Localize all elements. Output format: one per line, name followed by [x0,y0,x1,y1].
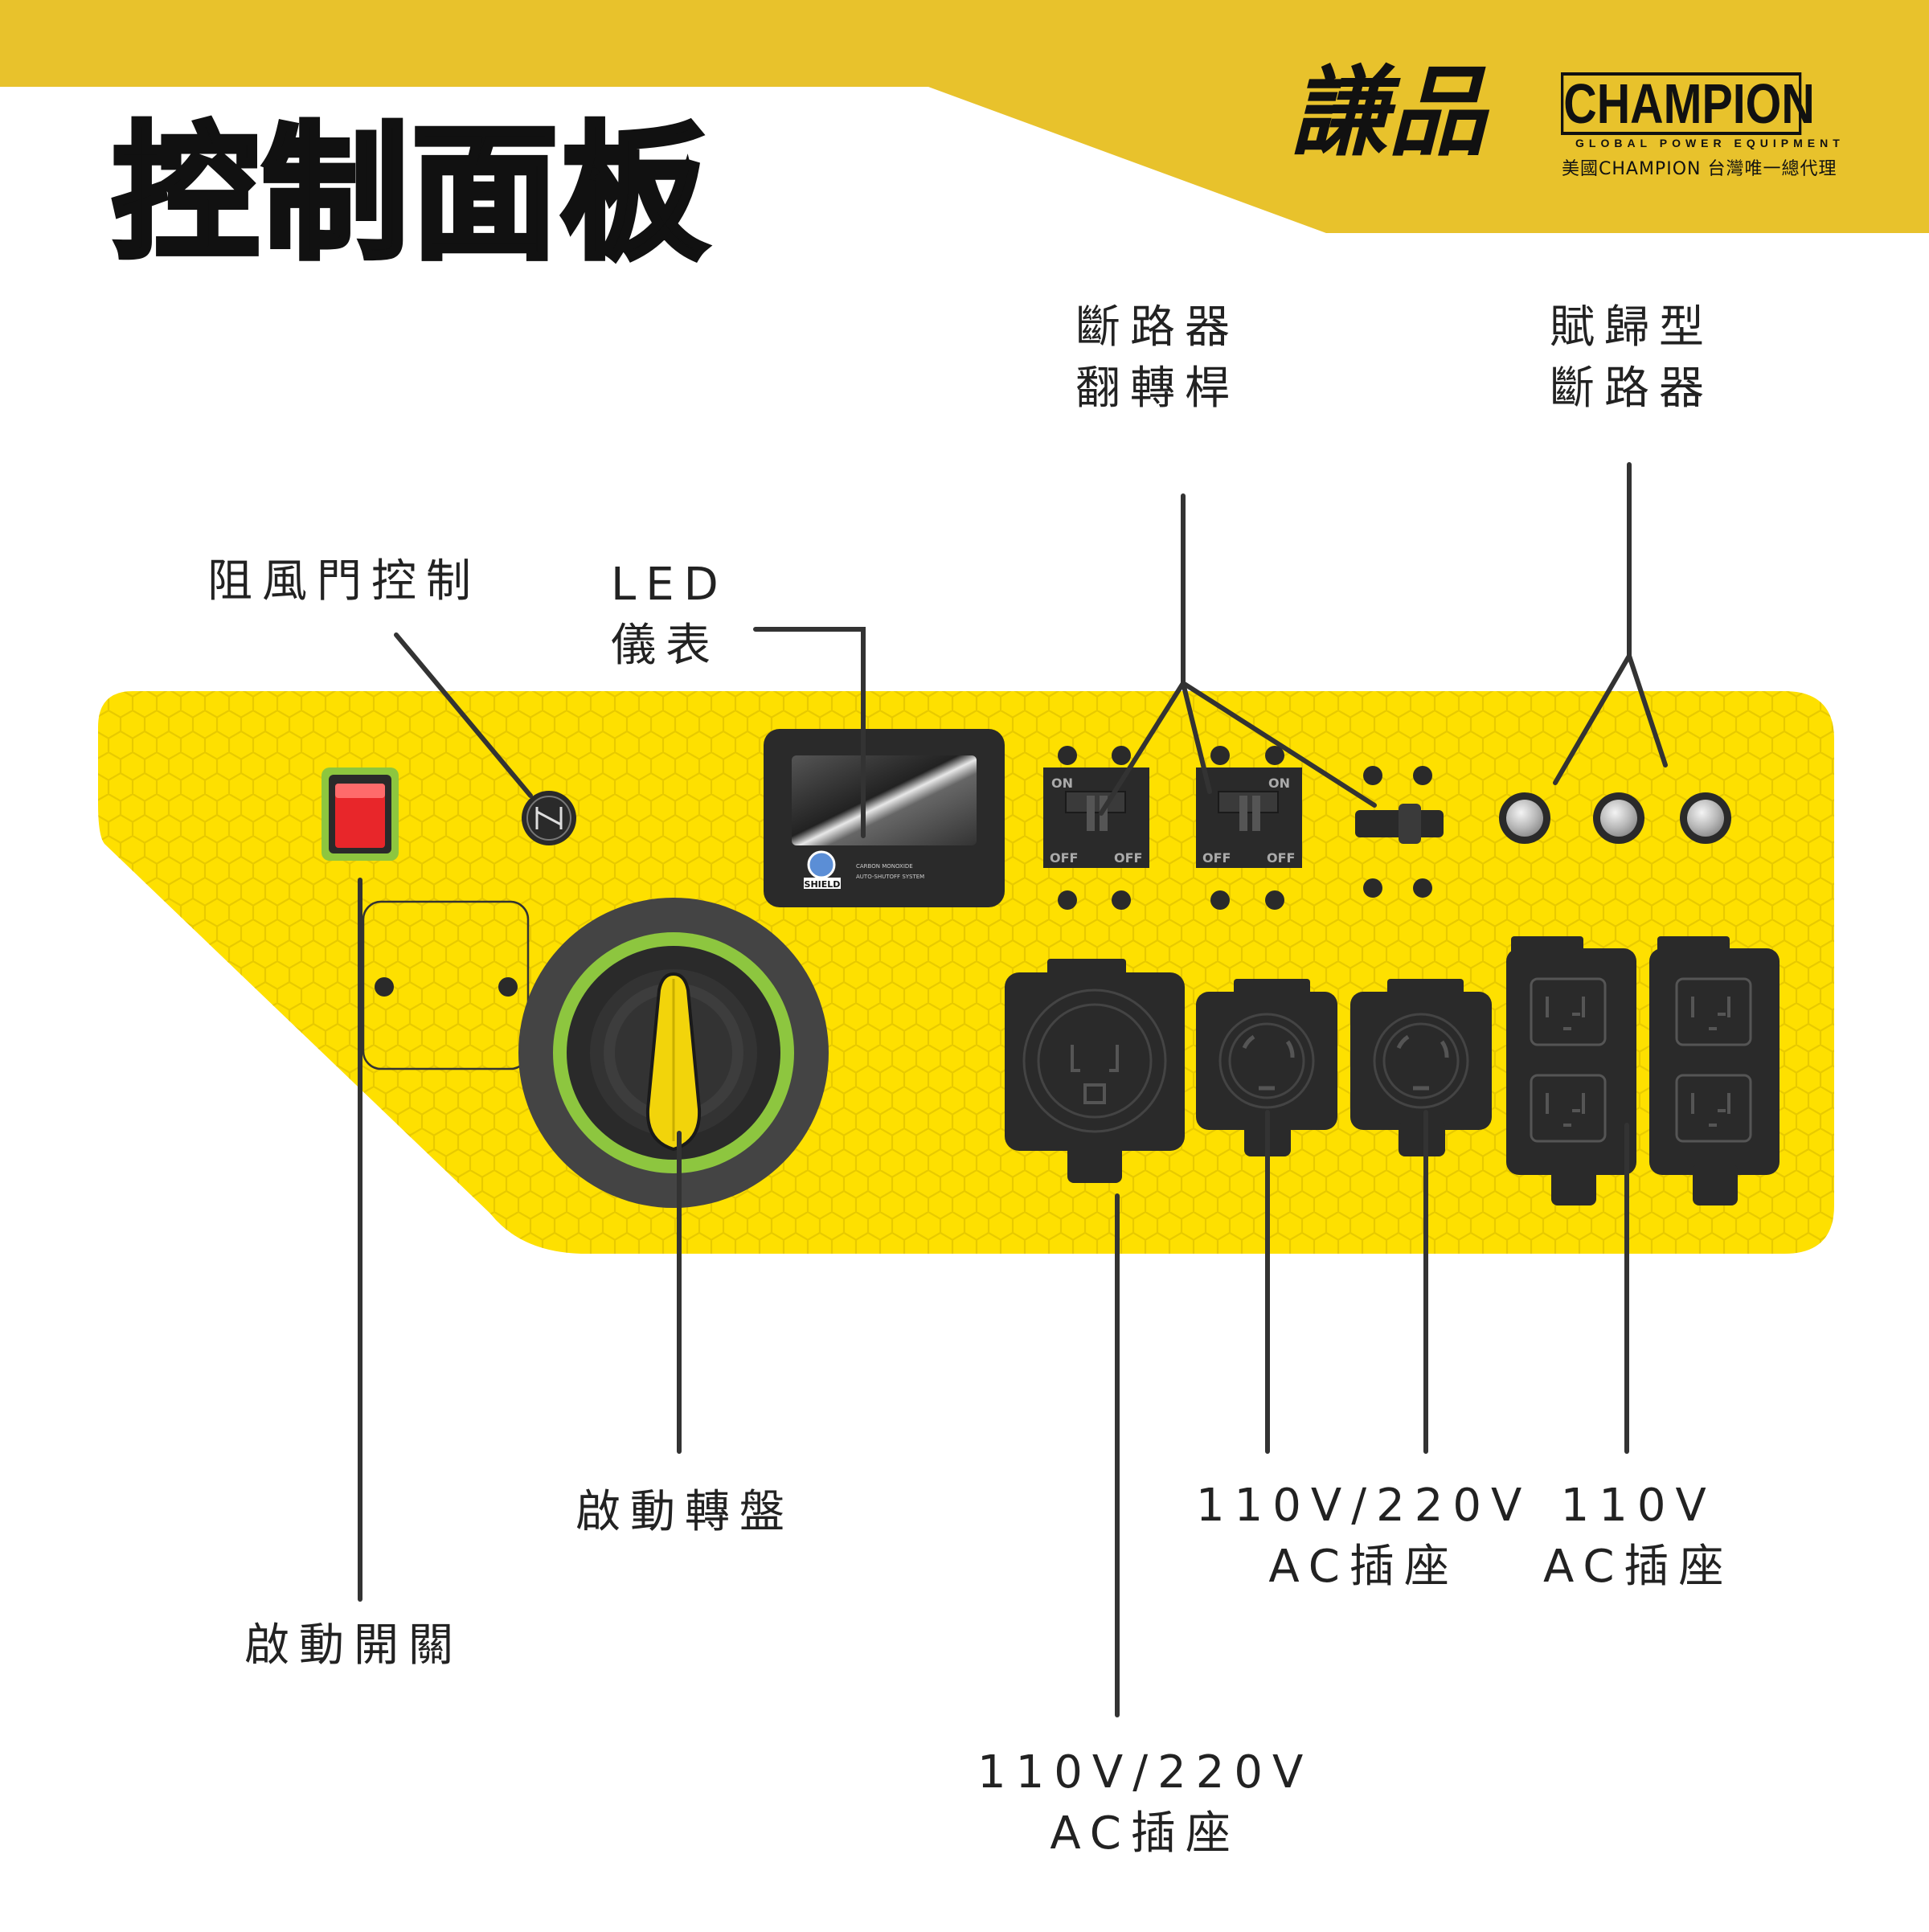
breaker-2-off-label-right: OFF [1267,850,1295,866]
callout-line-ac-twistlock [1265,1110,1428,1454]
led-meter: SHIELD CARBON MONOXIDE AUTO-SHUTOFF SYST… [764,729,1005,907]
choke-control[interactable] [522,791,576,845]
breaker-2-on-label: ON [1268,776,1290,791]
label-start-switch-line-1: 啟動開關 [244,1619,463,1672]
brand-logo-subtitle: GLOBAL POWER EQUIPMENT [1575,137,1845,149]
callout-lines [358,462,1668,1717]
label-choke-line-1: 阻風門控制 [207,555,481,608]
ac-outlet-twistlock-1[interactable] [1196,979,1337,1156]
label-led-line-2: 儀表 [611,619,720,672]
label-reset-breaker-line-2: 斷路器 [1550,362,1714,415]
start-dial[interactable] [518,898,829,1208]
label-led-line-1: LED [611,559,728,611]
label-choke-control: 阻風門控制 [207,551,481,612]
label-led-meter: LED 儀表 [611,555,728,676]
page-title: 控制面板 [110,108,711,279]
label-breaker-toggle: 斷路器 翻轉桿 [1075,297,1239,419]
breaker-toggle-1[interactable]: ON OFF OFF [1043,746,1149,910]
co-shield-caption: CARBON MONOXIDE [856,863,913,870]
label-start-switch: 啟動開關 [244,1615,463,1676]
callout-line-led [753,627,866,838]
label-ac-twistlock-line-2: AC插座 [1268,1540,1459,1593]
label-ac-lower-line-1: 110V/220V [977,1746,1313,1799]
brand-logo: CHAMPION [1561,72,1815,135]
ac-outlet-twistlock-2[interactable] [1350,979,1492,1156]
label-ac-lower-line-2: AC插座 [1050,1807,1240,1860]
top-banner [0,0,1929,233]
cover-plate [362,900,530,1070]
label-start-dial: 啟動轉盤 [575,1482,794,1543]
breaker-toggle-3[interactable] [1355,766,1444,898]
callout-line-breaker-toggle [1099,493,1377,816]
breaker-1-off-label-right: OFF [1114,850,1142,866]
breaker-toggle-2[interactable]: ON OFF OFF [1196,746,1302,910]
label-reset-breaker-line-1: 賦歸型 [1550,301,1714,354]
label-ac-110-line-1: 110V [1560,1480,1716,1532]
label-ac-twistlock-line-1: 110V/220V [1196,1480,1532,1532]
ac-outlet-duplex-2[interactable] [1649,936,1780,1205]
brand-chinese-mark: 謙品 [1290,54,1486,170]
ac-outlet-duplex-1[interactable] [1506,936,1636,1205]
co-shield-caption-2: AUTO-SHUTOFF SYSTEM [856,874,924,880]
label-ac-outlet-lower: 110V/220V AC插座 [977,1742,1313,1864]
label-reset-breaker: 賦歸型 斷路器 [1550,297,1714,419]
label-start-dial-line-1: 啟動轉盤 [575,1486,794,1538]
label-ac-outlet-110: 110V AC插座 [1543,1476,1733,1597]
ac-outlet-large[interactable] [1005,959,1185,1183]
breaker-1-off-label-left: OFF [1050,850,1078,866]
label-ac-outlet-twistlock: 110V/220V AC插座 [1196,1476,1531,1597]
start-switch[interactable] [322,767,399,861]
reset-breaker-1[interactable] [1499,792,1550,844]
label-breaker-toggle-line-1: 斷路器 [1075,301,1239,354]
breaker-1-on-label: ON [1051,776,1073,791]
breaker-2-off-label-left: OFF [1202,850,1231,866]
label-ac-110-line-2: AC插座 [1543,1540,1734,1593]
label-breaker-toggle-line-2: 翻轉桿 [1075,362,1239,415]
reset-breaker-3[interactable] [1680,792,1731,844]
reset-breaker-2[interactable] [1593,792,1644,844]
callout-line-choke [394,632,533,798]
co-shield-label: SHIELD [805,879,841,890]
callout-line-reset-breaker [1553,462,1668,785]
brand-distributor-line: 美國CHAMPION 台灣唯一總代理 [1562,159,1837,179]
